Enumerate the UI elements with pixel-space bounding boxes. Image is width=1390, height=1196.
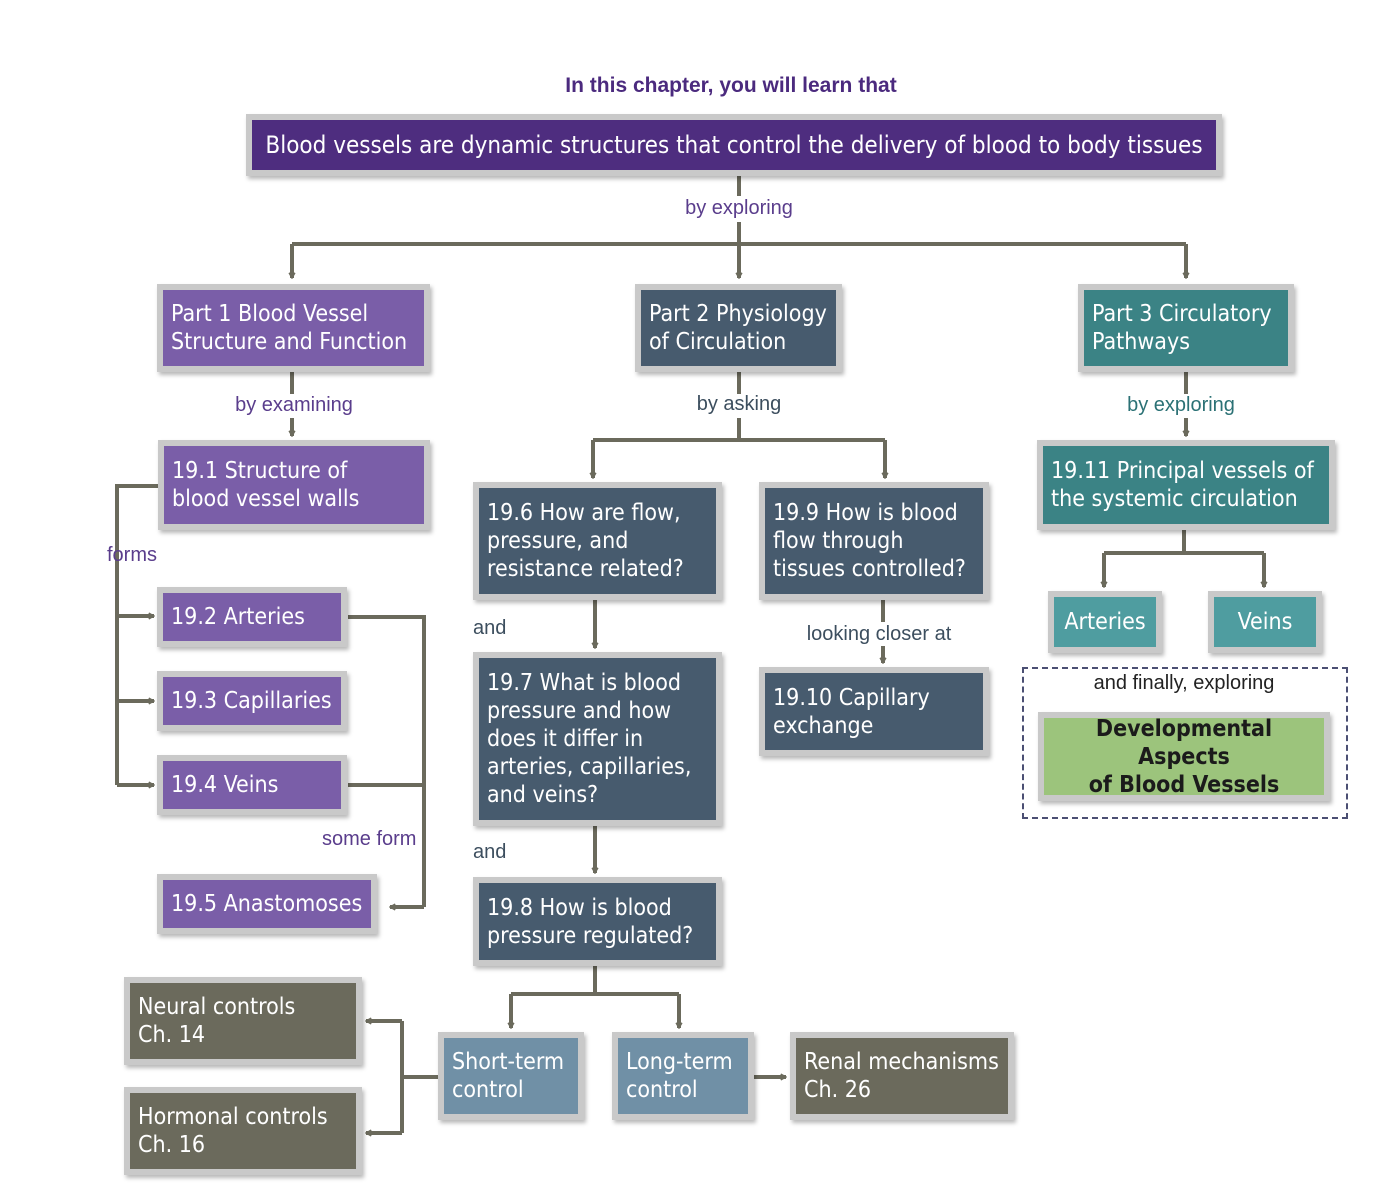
veins-box: Veins [1208, 591, 1322, 653]
neural-controls-box: Neural controls Ch. 14 [124, 977, 362, 1065]
label-and-2: and [473, 841, 507, 863]
renal-mechanisms-box: Renal mechanisms Ch. 26 [790, 1032, 1014, 1120]
long-term-control-box: Long-term control [612, 1032, 754, 1120]
label-some-form: some form [322, 828, 417, 850]
section-19-8-box: 19.8 How is blood pressure regulated? [473, 877, 722, 966]
label-by-exploring-top: by exploring [685, 197, 793, 219]
section-19-9-box: 19.9 How is blood flow through tissues c… [759, 482, 989, 600]
section-19-5-box: 19.5 Anastomoses [157, 874, 377, 934]
connector-forms-spine [115, 484, 160, 785]
section-19-2-box: 19.2 Arteries [157, 587, 347, 647]
section-19-10-box: 19.10 Capillary exchange [759, 667, 989, 756]
label-by-examining: by examining [235, 394, 353, 416]
label-looking-closer-at: looking closer at [806, 623, 952, 645]
developmental-dashed-frame [1022, 667, 1348, 819]
arteries-box: Arteries [1048, 591, 1162, 653]
label-by-exploring-part3: by exploring [1127, 394, 1235, 416]
label-and-1: and [473, 617, 507, 639]
section-19-7-box: 19.7 What is blood pressure and how does… [473, 652, 722, 826]
label-forms: forms [107, 544, 157, 566]
connector-some-form-spine [348, 615, 426, 907]
section-19-4-box: 19.4 Veins [157, 755, 347, 815]
section-19-11-box: 19.11 Principal vessels of the systemic … [1037, 440, 1335, 530]
developmental-aspects-box: Developmental Aspects of Blood Vessels [1038, 712, 1330, 801]
label-and-finally-exploring: and finally, exploring [1093, 672, 1275, 694]
main-statement-box: Blood vessels are dynamic structures tha… [246, 114, 1222, 176]
section-19-1-box: 19.1 Structure of blood vessel walls [158, 440, 430, 530]
chapter-header: In this chapter, you will learn that [565, 74, 897, 97]
section-19-3-box: 19.3 Capillaries [157, 671, 347, 731]
section-19-6-box: 19.6 How are flow, pressure, and resista… [473, 482, 722, 600]
label-by-asking: by asking [696, 393, 782, 415]
part3-box: Part 3 Circulatory Pathways [1078, 284, 1294, 372]
part2-box: Part 2 Physiology of Circulation [635, 284, 842, 372]
hormonal-controls-box: Hormonal controls Ch. 16 [124, 1087, 362, 1175]
short-term-control-box: Short-term control [438, 1032, 584, 1120]
part1-box: Part 1 Blood Vessel Structure and Functi… [157, 284, 430, 372]
